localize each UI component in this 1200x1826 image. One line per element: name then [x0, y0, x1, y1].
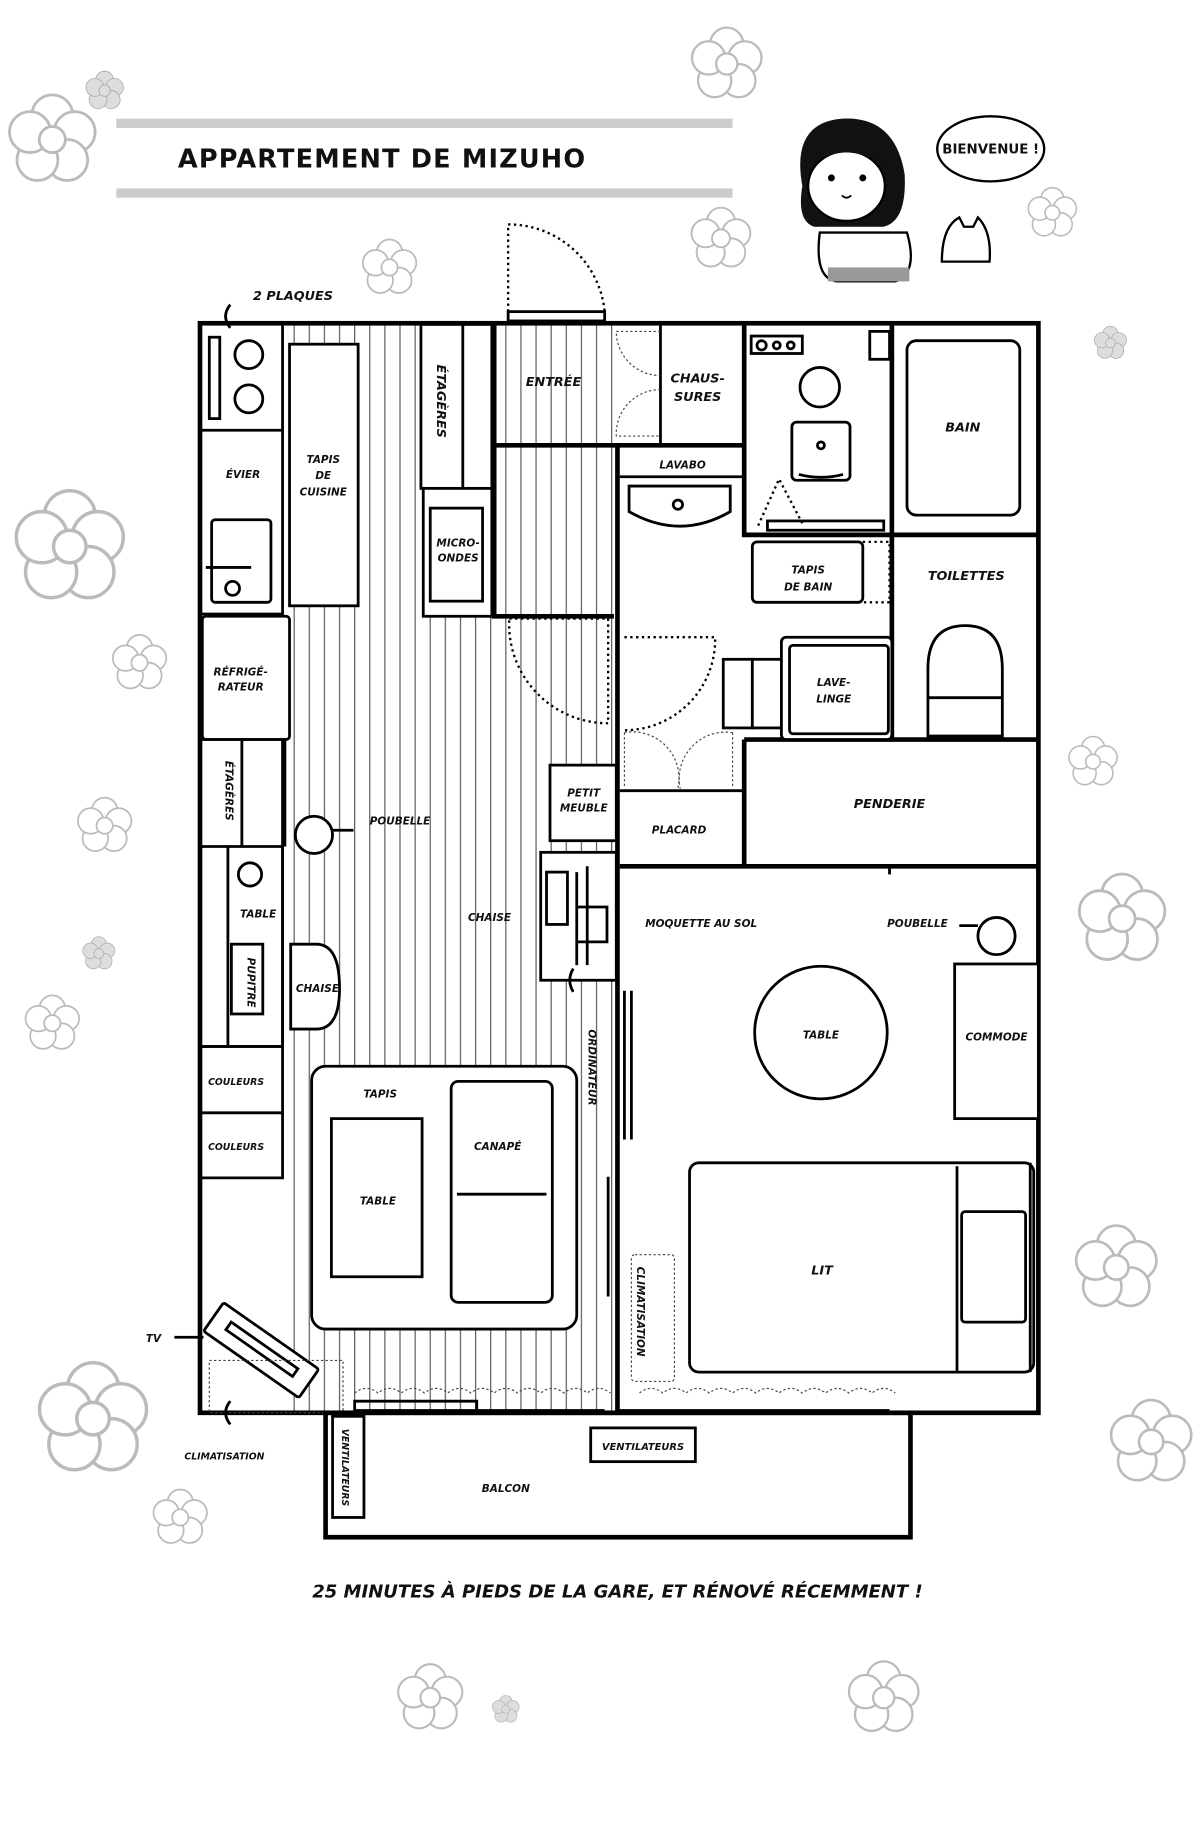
- label-couleurs-2: COULEURS: [208, 1142, 264, 1153]
- character-illustration: BIENVENUE !: [800, 115, 1046, 283]
- label-table-round: TABLE: [803, 1029, 839, 1041]
- bedroom: [616, 866, 1040, 1412]
- label-penderie: PENDERIE: [854, 797, 926, 812]
- label-refrigerateur-2: RATEUR: [218, 682, 264, 694]
- label-micro-ondes-1: MICRO-: [436, 538, 479, 550]
- bath-mat: [750, 540, 865, 604]
- label-tv: TV: [146, 1333, 162, 1345]
- room-labels: 2 PLAQUES ÉTAGÈRES ENTRÉE CHAUS- SURES B…: [146, 289, 1028, 1506]
- label-micro-ondes-2: ONDES: [438, 553, 479, 565]
- title-bar-top: [116, 118, 733, 128]
- sofa: [449, 1080, 554, 1304]
- label-couleurs-1: COULEURS: [208, 1077, 264, 1088]
- dresser: [953, 962, 1040, 1121]
- label-chaise-desk: CHAISE: [296, 983, 339, 995]
- speech-bubble: [936, 115, 1046, 183]
- bed: [688, 1161, 1036, 1374]
- microwave: [421, 486, 494, 618]
- label-poubelle: POUBELLE: [370, 815, 431, 827]
- stove-burner-icon: [233, 339, 265, 371]
- label-climatisation-living: CLIMATISATION: [184, 1451, 264, 1462]
- ventilation-unit: [589, 1426, 697, 1464]
- label-tapis-bain-1: TAPIS: [791, 564, 825, 576]
- desk: [230, 942, 265, 1016]
- label-chaussures-2: SURES: [674, 390, 721, 405]
- title-bar-bottom: [116, 188, 733, 198]
- trash-can-icon: [976, 916, 1017, 957]
- label-toilettes: TOILETTES: [928, 569, 1005, 584]
- pillow: [960, 1210, 1027, 1324]
- footer-caption: 25 MINUTES À PIEDS DE LA GARE, ET RÉNOVÉ…: [312, 1581, 922, 1603]
- chair: [289, 942, 341, 1031]
- balcony: [323, 1410, 913, 1540]
- label-2-plaques: 2 PLAQUES: [253, 289, 333, 304]
- label-evier: ÉVIER: [226, 468, 260, 481]
- round-table: [753, 964, 889, 1101]
- living-room: [203, 763, 633, 1414]
- label-bain: BAIN: [945, 420, 980, 435]
- label-ordinateur: ORDINATEUR: [585, 1029, 597, 1105]
- washing-machine: [780, 635, 894, 741]
- washbasin-icon: [790, 420, 852, 482]
- coffee-table: [330, 1117, 424, 1279]
- page-title: APPARTEMENT DE MIZUHO: [178, 144, 586, 174]
- stove-burner-icon: [233, 383, 265, 415]
- label-table-desk: TABLE: [240, 908, 276, 920]
- label-refrigerateur-1: RÉFRIGÉ-: [214, 666, 268, 679]
- label-poubelle-bedroom: POUBELLE: [887, 918, 948, 930]
- toilet-icon: [926, 624, 1004, 738]
- label-canape: CANAPÉ: [474, 1140, 521, 1153]
- sink-basin: [627, 484, 732, 528]
- label-tapis-bain-2: DE BAIN: [784, 582, 832, 594]
- label-climatisation-bedroom: CLIMATISATION: [634, 1267, 646, 1357]
- label-chaussures-1: CHAUS-: [671, 372, 725, 387]
- small-cabinet: [548, 763, 618, 843]
- label-etageres-2: ÉTAGÈRES: [223, 761, 237, 821]
- label-placard: PLACARD: [652, 825, 707, 837]
- ventilation-unit: [331, 1414, 366, 1519]
- speech-bubble-text: BIENVENUE !: [942, 142, 1039, 157]
- cat-icon: [940, 215, 992, 263]
- sink-icon: [210, 518, 273, 604]
- bathtub: [905, 339, 1022, 517]
- label-lave-linge-2: LINGE: [816, 693, 851, 705]
- label-balcon: BALCON: [482, 1483, 530, 1495]
- trash-can-icon: [293, 814, 334, 855]
- label-lave-linge-1: LAVE-: [817, 677, 851, 689]
- label-lit: LIT: [811, 1263, 834, 1278]
- label-pupitre: PUPITRE: [245, 958, 257, 1008]
- computer-desk: [539, 850, 618, 982]
- label-petit-meuble-1: PETIT: [567, 788, 601, 800]
- label-lavabo: LAVABO: [659, 460, 705, 472]
- label-tapis: TAPIS: [363, 1089, 397, 1101]
- kitchen: [200, 323, 494, 1180]
- label-ventilateurs-2: VENTILATEURS: [339, 1429, 350, 1507]
- label-commode: COMMODE: [965, 1032, 1027, 1044]
- label-tapis-cuisine-2: DE: [315, 470, 331, 482]
- tv: [203, 1302, 320, 1399]
- bathroom: [619, 330, 1022, 741]
- label-ventilateurs-1: VENTILATEURS: [602, 1442, 684, 1453]
- label-table-living: TABLE: [360, 1196, 396, 1208]
- label-tapis-cuisine-3: CUISINE: [300, 486, 347, 498]
- label-entree: ENTRÉE: [526, 374, 582, 390]
- label-moquette: MOQUETTE AU SOL: [645, 918, 757, 930]
- label-tapis-cuisine-1: TAPIS: [307, 454, 341, 466]
- label-etageres: ÉTAGÈRES: [433, 364, 449, 437]
- label-chaise-computer: CHAISE: [468, 912, 511, 924]
- label-petit-meuble-2: MEUBLE: [560, 803, 608, 815]
